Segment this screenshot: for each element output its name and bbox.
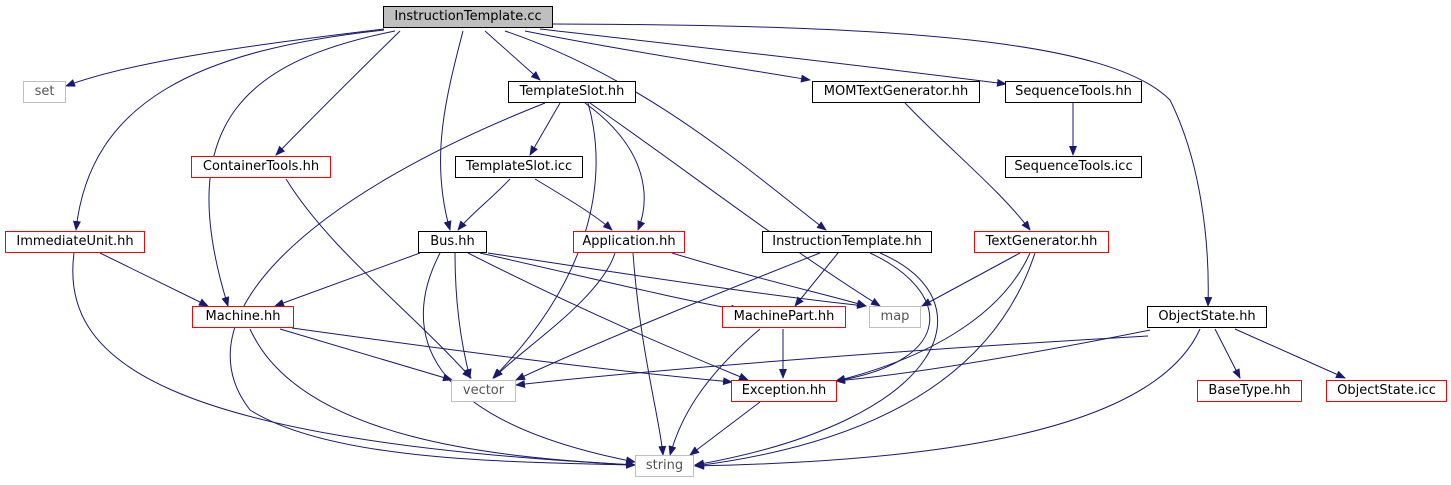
edge-exception-string (689, 401, 761, 456)
edge-instructiontemplatehh-string (694, 252, 939, 468)
edge-application-vector (493, 252, 616, 379)
edge-machine-exception (291, 327, 733, 386)
edge-templateslot-application (584, 102, 646, 231)
edge-templateslot-map (589, 102, 881, 307)
edge-root-momtextgenerator (524, 30, 811, 83)
edge-immediateunit-string (72, 252, 636, 469)
edge-textgenerator-map (921, 252, 1021, 307)
node-vector: vector (451, 380, 516, 402)
node-application-hh[interactable]: Application.hh (573, 231, 685, 253)
edge-root-sequencetools (539, 28, 1007, 87)
edge-root-instructiontemplatehh (504, 30, 827, 231)
edge-objectstate-string (694, 328, 1201, 470)
edge-bus-string (422, 252, 636, 465)
edge-bus-machinepart (479, 252, 741, 313)
edge-textgenerator-string (694, 252, 1036, 469)
node-instructiontemplate-hh[interactable]: InstructionTemplate.hh (762, 231, 932, 253)
edge-application-string (632, 252, 667, 456)
edge-bus-vector (454, 252, 472, 379)
node-map: map (869, 306, 921, 328)
edge-momtextgenerator-textgenerator (904, 102, 1031, 231)
node-objectstate-hh[interactable]: ObjectState.hh (1147, 306, 1267, 328)
edge-machine-vector (279, 328, 453, 382)
node-objectstate-icc[interactable]: ObjectState.icc (1326, 380, 1447, 402)
node-machine-hh[interactable]: Machine.hh (192, 306, 294, 328)
node-instructiontemplate-cc[interactable]: InstructionTemplate.cc (383, 6, 553, 28)
node-machinepart-hh[interactable]: MachinePart.hh (722, 306, 846, 328)
edge-instructiontemplatehh-vector (515, 252, 821, 381)
edge-templateslot-icc-bus (457, 178, 511, 231)
edge-instructiontemplatehh-machinepart (794, 252, 839, 307)
edge-templateslot-icc-application (534, 178, 613, 231)
edge-objectstate-basetype (1214, 328, 1241, 379)
node-containertools-hh[interactable]: ContainerTools.hh (191, 156, 331, 178)
edge-root-set (65, 28, 385, 87)
node-textgenerator-hh[interactable]: TextGenerator.hh (974, 231, 1109, 253)
node-momtextgenerator-hh[interactable]: MOMTextGenerator.hh (812, 81, 980, 103)
edge-templateslot-templateslot-icc (529, 102, 561, 156)
node-string: string (635, 455, 694, 477)
edge-objectstate-exception (835, 329, 1151, 385)
edge-machinepart-string (668, 328, 761, 456)
node-bus-hh[interactable]: Bus.hh (418, 231, 487, 253)
edge-textgenerator-exception (835, 252, 1031, 383)
node-basetype-hh[interactable]: BaseType.hh (1197, 380, 1302, 402)
edge-root-immediateunit (72, 29, 385, 231)
edge-root-templateslot (484, 30, 541, 81)
edge-application-map (671, 252, 867, 308)
node-immediateunit-hh[interactable]: ImmediateUnit.hh (5, 231, 145, 253)
node-exception-hh[interactable]: Exception.hh (731, 380, 837, 402)
edge-containertools-vector (285, 178, 472, 379)
edge-root-bus (439, 30, 464, 231)
edge-bus-map (487, 252, 867, 310)
node-sequencetools-icc[interactable]: SequenceTools.icc (1005, 156, 1142, 178)
edge-bus-machine (274, 252, 421, 307)
node-templateslot-icc[interactable]: TemplateSlot.icc (455, 156, 583, 178)
edge-objectstate-vector (515, 335, 1149, 388)
edge-objectstate-objectstate-icc (1234, 328, 1346, 379)
node-sequencetools-hh[interactable]: SequenceTools.hh (1005, 81, 1142, 103)
edge-root-containertools (275, 30, 401, 156)
edge-templateslot-string (229, 102, 636, 469)
edge-root-objectstate (551, 23, 1213, 307)
node-templateslot-hh[interactable]: TemplateSlot.hh (508, 81, 636, 103)
edge-immediateunit-machine (99, 252, 209, 307)
edge-instructiontemplatehh-exception (835, 252, 931, 384)
edge-root-machine (208, 30, 396, 307)
node-set: set (23, 81, 66, 103)
edge-machine-string (249, 328, 636, 469)
edge-bus-exception (467, 252, 749, 381)
